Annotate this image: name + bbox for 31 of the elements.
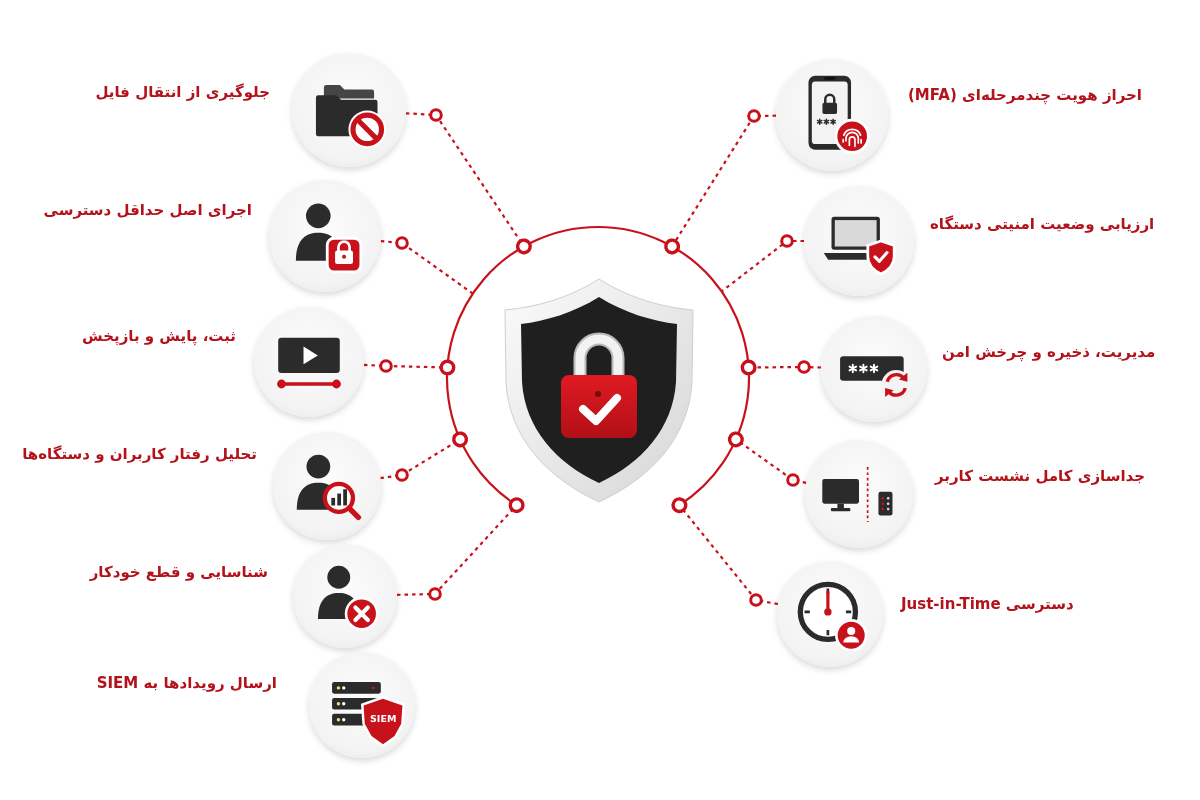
feature-label: دسترسی Just-in-Time [901,594,1074,614]
feature-label: شناسایی و قطع خودکار [89,562,268,582]
dotted-connector [405,112,532,255]
video-player-icon [254,307,364,417]
dotted-connector [671,497,779,606]
feature-label: ارسال رویدادها به SIEM [96,673,277,693]
feature-label: جداسازی کامل نشست کاربر [935,466,1146,486]
dotted-connector [396,497,525,596]
user-search-icon [273,432,381,540]
dotted-connector [363,359,456,376]
feature-label: ارزیابی وضعیت امنیتی دستگاه [930,214,1155,234]
dotted-connector [740,359,822,376]
feature-label: اجرای اصل حداقل دسترسی [43,200,252,220]
feature-label: احراز هویت چندمرحله‌ای (MFA) [908,85,1142,105]
shield-badge: SIEM [360,696,406,747]
laptop-shield-icon [804,186,914,296]
dotted-connector [721,239,804,293]
dotted-connector [727,431,807,484]
feature-label: تحلیل رفتار کاربران و دستگاه‌ها [22,444,257,464]
feature-label: مدیریت، ذخیره و چرخش امن [942,342,1156,362]
monitor-server-icon [805,440,913,548]
shield-lock-icon [503,277,695,503]
user-remove-icon [293,544,397,648]
feature-label: جلوگیری از انتقال فایل [95,82,270,102]
clock-user-icon [777,561,883,667]
dotted-connector [664,114,776,255]
feature-label: ثبت، پایش و بازپخش [82,326,236,346]
dotted-connector [380,431,469,480]
dotted-connector [380,240,474,295]
icon-disc [309,652,415,758]
password-refresh-icon [821,316,927,422]
